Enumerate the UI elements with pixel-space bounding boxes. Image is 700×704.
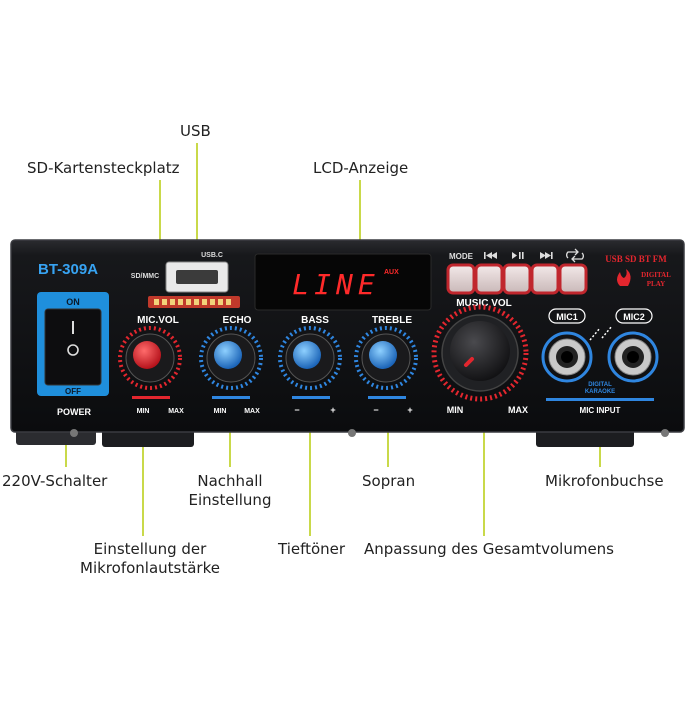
power-on-label: ON [66,297,80,307]
callout-mic-vol: Einstellung der Mikrofonlautstärke [70,540,230,578]
power-label: POWER [57,407,92,417]
mic1-badge [548,308,586,324]
knob-mic-vol-label: MIC.VOL [137,315,179,326]
mic-input-bar [546,398,654,401]
treble-minus: − [373,405,378,415]
knob-music-vol-label: MUSIC VOL [456,298,512,309]
callout-sd-slot: SD-Kartensteckplatz [27,159,180,177]
power-off-label: OFF [65,387,81,396]
mode-button[interactable] [446,263,476,295]
mic2-badge [615,308,653,324]
button-icons [484,248,584,263]
callout-power-switch: 220V-Schalter [2,472,108,490]
karaoke-label: KARAOKE [585,389,615,395]
model-label: BT-309A [38,261,98,278]
sd-contacts [154,299,231,305]
callout-treble: Sopran [362,472,416,490]
mic-vol-min: MIN [137,408,150,415]
callout-usb: USB [180,122,211,140]
repeat-button[interactable] [558,263,588,295]
treble-scale [368,396,406,399]
usb-port-slot [176,270,218,284]
callout-bass: Tieftöner [278,540,346,558]
screw-left [70,429,78,437]
echo-scale [212,396,250,399]
music-vol-indicator [464,357,474,367]
music-vol-min: MIN [447,405,464,415]
callout-mic-vol-line2: Mikrofonlautstärke [80,559,220,577]
music-vol-max: MAX [508,405,528,415]
bass-plus: + [330,405,335,415]
flame-icon [617,269,631,286]
play-pause-button[interactable] [502,263,532,295]
mode-label: MODE [449,252,474,261]
callout-echo: Nachhall Einstellung [180,472,280,510]
callout-master-vol: Anpassung des Gesamtvolumens [364,540,614,558]
mic2-jack[interactable] [607,331,659,383]
mic-input-label: MIC INPUT [580,406,621,415]
brand-play: PLAY [647,280,665,288]
lcd-display [254,253,432,311]
callout-echo-line2: Einstellung [188,491,272,509]
treble-plus: + [407,405,412,415]
next-track-icon [540,252,553,259]
callout-lcd: LCD-Anzeige [313,159,409,177]
mic-vol-scale [132,396,170,399]
bass-scale [292,396,330,399]
power-off-mark [67,344,79,356]
callout-mic-jack: Mikrofonbuchse [545,472,664,490]
bass-minus: − [294,405,299,415]
echo-knob[interactable] [199,326,263,390]
bass-knob[interactable] [278,326,342,390]
treble-knob[interactable] [354,326,418,390]
next-button[interactable] [530,263,560,295]
mic-vol-knob[interactable] [118,326,182,390]
echo-max: MAX [244,408,260,415]
karaoke-digital: DIGITAL [588,382,612,388]
knob-treble-label: TREBLE [372,315,412,326]
play-pause-icon [512,252,524,259]
callout-echo-line1: Nachhall [197,472,263,490]
brand-digital: DIGITAL [641,271,671,279]
repeat-icon [566,248,584,263]
lcd-aux-badge: AUX [384,269,399,276]
brand-line: USB SD BT FM [605,254,667,264]
echo-min: MIN [214,408,227,415]
prev-button[interactable] [474,263,504,295]
lcd-text: LINE [292,268,379,301]
knob-bass-label: BASS [301,315,329,326]
callout-mic-vol-line1: Einstellung der [93,540,207,558]
microphone-icon [589,325,613,341]
screw-center [348,429,356,437]
sd-label: SD/MMC [131,273,159,280]
knob-echo-label: ECHO [223,315,252,326]
mic1-jack[interactable] [541,331,593,383]
mic1-label: MIC1 [556,312,578,322]
mic2-label: MIC2 [623,312,645,322]
screw-right [661,429,669,437]
prev-track-icon [484,252,497,259]
control-buttons [446,263,588,295]
music-vol-knob[interactable] [431,304,529,402]
usb-port-label: USB.C [201,252,223,259]
power-rocker-switch[interactable] [44,308,102,386]
mic-vol-max: MAX [168,408,184,415]
